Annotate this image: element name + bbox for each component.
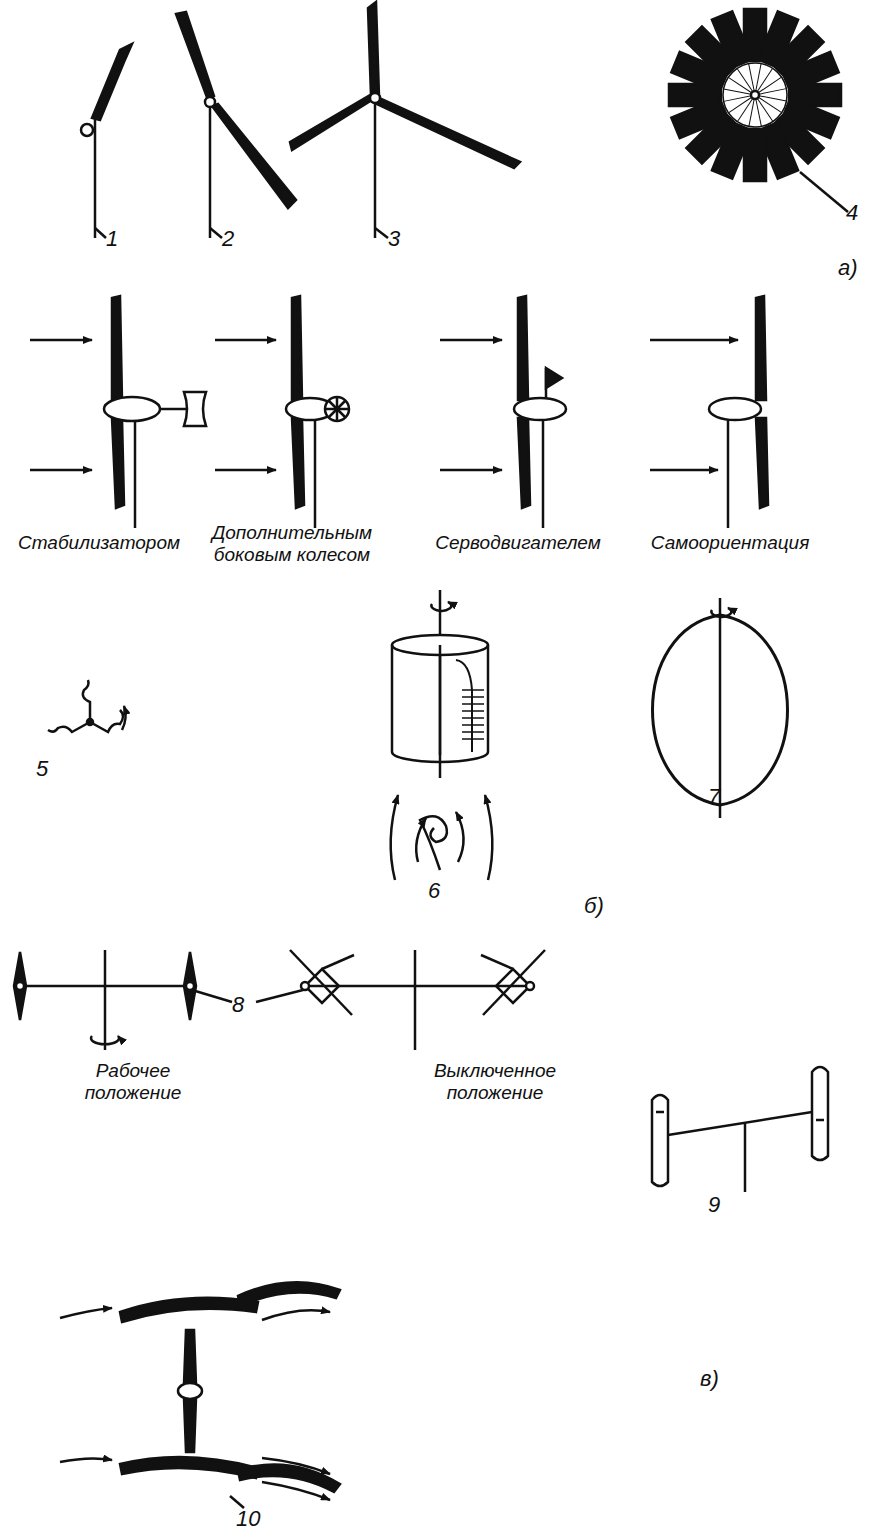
caption-label: Выключенное положение [400,1060,590,1104]
caption-label: Дополнительным боковым колесом [206,522,378,566]
callout-number: 4 [846,200,876,225]
callout-number: 6 [428,878,452,903]
wheel-blade [712,11,752,67]
callout-number: 2 [222,226,246,251]
wheel-rim [723,63,787,127]
caption-label: Самоориентация [630,532,830,554]
callout-number: 5 [36,756,60,781]
callout-number: 7 [708,784,732,809]
wheel-hub [751,91,759,99]
callout-number: в) [700,1366,740,1391]
caption-label: Стабилизатором [4,532,194,554]
callout-number: 9 [708,1192,732,1217]
caption-label: Серводвигателем [418,532,618,554]
callout-number: 8 [232,992,256,1017]
callout-number: 10 [236,1506,272,1531]
callout-number: б) [584,893,624,918]
callout-number: а) [838,255,878,280]
caption-label: Рабочее положение [58,1060,208,1104]
callout-number: 3 [388,226,412,251]
callout-number: 1 [106,226,130,251]
